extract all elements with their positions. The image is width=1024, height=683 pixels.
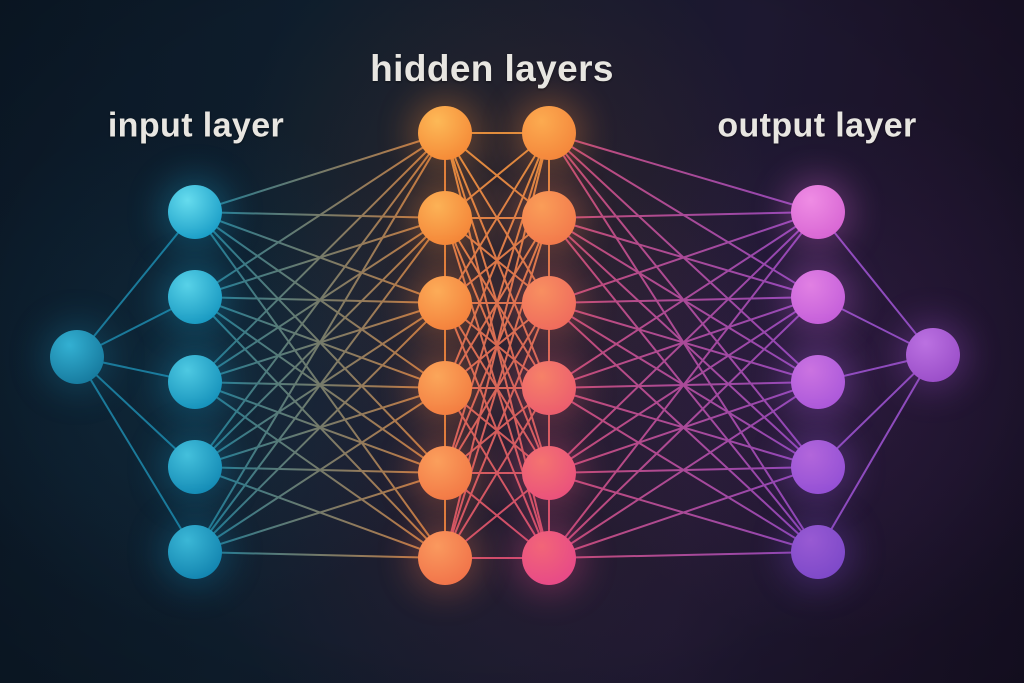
- edge: [548, 211, 819, 304]
- edge: [548, 551, 819, 559]
- edge: [194, 472, 446, 553]
- edge: [817, 354, 934, 553]
- output-node-2: [791, 270, 845, 324]
- edge: [194, 132, 446, 553]
- edge: [548, 466, 819, 559]
- edge: [444, 132, 550, 304]
- edge: [548, 211, 819, 474]
- hidden1-node-4: [418, 361, 472, 415]
- hidden2-node-5: [522, 446, 576, 500]
- edge: [548, 211, 819, 559]
- sink-node-1: [906, 328, 960, 382]
- edge: [194, 132, 446, 468]
- edge: [444, 132, 550, 389]
- edges-input-hidden1: [194, 132, 446, 559]
- hidden2-node-6: [522, 531, 576, 585]
- edge: [548, 381, 819, 559]
- edge: [194, 551, 446, 559]
- hidden1-node-2: [418, 191, 472, 245]
- edge: [194, 217, 446, 553]
- edge: [194, 132, 446, 213]
- edge: [548, 132, 819, 213]
- edge: [444, 217, 550, 559]
- edges-hidden2-output: [548, 132, 819, 559]
- hidden2-node-2: [522, 191, 576, 245]
- hidden-layers-label: hidden layers: [370, 48, 614, 89]
- edge: [76, 356, 196, 553]
- input-node-3: [168, 355, 222, 409]
- edge: [76, 211, 196, 358]
- hidden1-node-3: [418, 276, 472, 330]
- edge: [194, 132, 446, 298]
- edge: [444, 132, 550, 474]
- input-node-5: [168, 525, 222, 579]
- hidden2-node-4: [522, 361, 576, 415]
- output-node-3: [791, 355, 845, 409]
- edge: [194, 387, 446, 553]
- hidden1-node-5: [418, 446, 472, 500]
- hidden1-node-1: [418, 106, 472, 160]
- hidden1-node-6: [418, 531, 472, 585]
- source-node-1: [50, 330, 104, 384]
- edge: [817, 211, 934, 356]
- edge: [548, 296, 819, 559]
- output-node-4: [791, 440, 845, 494]
- edge: [444, 387, 550, 559]
- output-node-5: [791, 525, 845, 579]
- input-node-2: [168, 270, 222, 324]
- edge: [194, 302, 446, 553]
- edge: [548, 211, 819, 389]
- input-node-4: [168, 440, 222, 494]
- hidden2-node-1: [522, 106, 576, 160]
- input-node-1: [168, 185, 222, 239]
- output-node-1: [791, 185, 845, 239]
- edge: [444, 302, 550, 559]
- output-layer-label: output layer: [717, 106, 917, 145]
- hidden2-node-3: [522, 276, 576, 330]
- edge: [194, 132, 446, 383]
- input-layer-label: input layer: [107, 106, 285, 145]
- edge: [548, 211, 819, 219]
